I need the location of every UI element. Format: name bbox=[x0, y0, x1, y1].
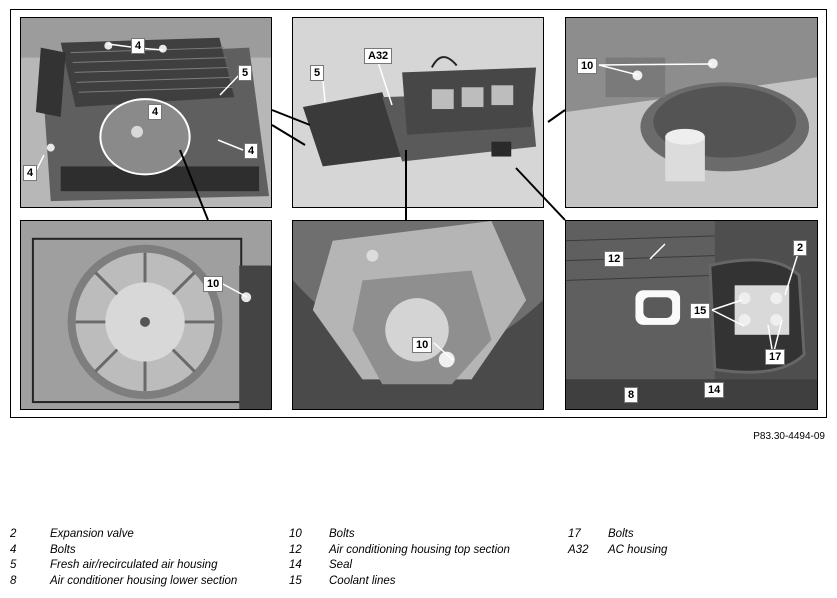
legend-number: 2 bbox=[10, 528, 17, 540]
callout-10-bottom-center: 10 bbox=[412, 337, 433, 353]
callout-2: 2 bbox=[793, 240, 808, 256]
legend-text: Bolts bbox=[50, 543, 76, 556]
legend-row: 4 Bolts bbox=[10, 544, 237, 560]
legend-row: A32 AC housing bbox=[568, 544, 667, 560]
legend-text: Air conditioner housing lower section bbox=[50, 574, 238, 587]
legend-text: Bolts bbox=[329, 528, 355, 540]
legend-row: 12 Air conditioning housing top section bbox=[289, 544, 510, 560]
callout-17: 17 bbox=[765, 349, 786, 365]
legend-column-2: 10 Bolts 12 Air conditioning housing top s… bbox=[289, 528, 510, 590]
callout-4-inset: 4 bbox=[148, 104, 163, 120]
callout-12: 12 bbox=[604, 251, 625, 267]
callout-4-left: 4 bbox=[23, 165, 38, 181]
figure-code: P83.30-4494-09 bbox=[753, 431, 825, 442]
legend-text: Coolant lines bbox=[329, 574, 396, 587]
legend-number: 4 bbox=[10, 543, 17, 556]
legend-row: 15 Coolant lines bbox=[289, 575, 510, 591]
legend-number: 12 bbox=[289, 543, 302, 556]
legend-row: 14 Seal bbox=[289, 559, 510, 575]
legend-number: 17 bbox=[568, 528, 581, 540]
callout-4-right: 4 bbox=[244, 143, 259, 159]
photo-blower-mount bbox=[565, 17, 818, 208]
callout-4-top: 4 bbox=[131, 38, 146, 54]
callout-14: 14 bbox=[704, 382, 725, 398]
callout-10-bottom-left: 10 bbox=[203, 276, 224, 292]
callout-8: 8 bbox=[624, 387, 639, 403]
legend-row: 5 Fresh air/recirculated air housing bbox=[10, 559, 237, 575]
legend-number: 14 bbox=[289, 559, 302, 571]
legend-text: Fresh air/recirculated air housing bbox=[50, 559, 218, 571]
legend-row: 2 Expansion valve bbox=[10, 528, 237, 544]
legend-row: 8 Air conditioner housing lower section bbox=[10, 575, 237, 591]
legend-row: 10 Bolts bbox=[289, 528, 510, 544]
legend-number: 5 bbox=[10, 559, 17, 571]
photo-fresh-air-housing bbox=[20, 17, 272, 208]
legend-number: 10 bbox=[289, 528, 302, 540]
legend-number: A32 bbox=[568, 543, 589, 556]
legend-number: 8 bbox=[10, 574, 17, 587]
photo-housing-interior bbox=[292, 220, 544, 410]
legend-number: 15 bbox=[289, 574, 302, 587]
legend-column-1: 2 Expansion valve 4 Bolts 5 Fresh air/recir… bbox=[10, 528, 237, 590]
photo-blower-wheel bbox=[20, 220, 272, 410]
callout-5-center: 5 bbox=[310, 65, 325, 81]
callout-10-top-right: 10 bbox=[577, 58, 598, 74]
callout-a32: A32 bbox=[364, 48, 393, 64]
photo-ac-housing bbox=[292, 17, 544, 208]
legend-text: AC housing bbox=[608, 543, 668, 556]
legend-text: Seal bbox=[329, 559, 353, 571]
legend-text: Air conditioning housing top section bbox=[329, 543, 510, 556]
legend-text: Bolts bbox=[608, 528, 634, 540]
callout-15: 15 bbox=[690, 303, 711, 319]
legend-text: Expansion valve bbox=[50, 528, 134, 540]
callout-5-left: 5 bbox=[238, 65, 253, 81]
legend-column-3: 17 Bolts A32 AC housing bbox=[568, 528, 667, 559]
legend-row: 17 Bolts bbox=[568, 528, 667, 544]
